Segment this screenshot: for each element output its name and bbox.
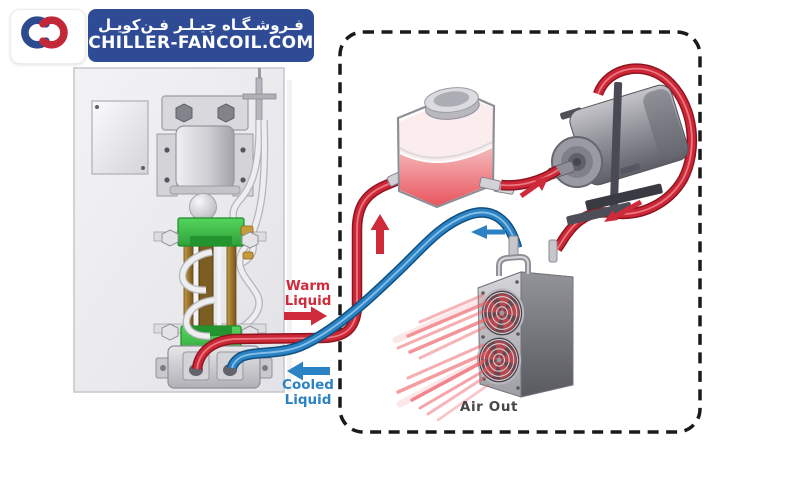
- infinity-loop-icon: [21, 16, 68, 49]
- flow-arrow-cooled-out: [471, 225, 505, 239]
- flow-arrow-warm-right: [284, 306, 327, 326]
- clear-tube-loops: [178, 248, 215, 340]
- panel-shadow: [287, 80, 292, 392]
- chiller-boundary-box: [338, 30, 702, 434]
- cooled-liquid-tube-exchanger-to-device: [226, 207, 523, 370]
- sensor-sphere: [189, 193, 217, 222]
- store-name-farsi: فـروشـگـاه چیـلـر فـن‌کویـل: [98, 16, 304, 35]
- exchanger-warm-port: [548, 239, 558, 263]
- store-domain: CHILLER-FANCOIL.COM: [88, 33, 314, 54]
- pump: [547, 81, 689, 225]
- brand-logo-mark: [10, 9, 86, 64]
- heat-exchanger: [392, 235, 574, 422]
- cover-plate: [91, 100, 149, 175]
- warm-liquid-label: Warm Liquid: [284, 278, 332, 310]
- reservoir-cap: [424, 87, 480, 120]
- clear-tubes: [229, 119, 269, 335]
- fan-grille-bottom: [476, 335, 522, 385]
- air-out-label: Air Out: [459, 399, 519, 415]
- flow-arrows: [284, 176, 643, 381]
- flow-arrow-cooled-left: [287, 361, 330, 381]
- cooled-liquid-label: Cooled Liquid: [282, 377, 334, 409]
- panel-screws: [481, 280, 520, 390]
- warm-liquid-tube-reservoir-to-pump: [479, 165, 561, 192]
- air-out-streaks: [392, 293, 490, 422]
- brand-logo-badge: فـروشـگـاه چیـلـر فـن‌کویـل CHILLER-FANC…: [88, 9, 314, 62]
- flow-arrow-to-exchanger: [604, 199, 643, 222]
- exchanger-handle: [496, 253, 531, 276]
- filter-unit: [156, 95, 254, 197]
- flow-arrow-warm-up: [370, 214, 390, 254]
- flow-arrow-to-pump: [519, 176, 549, 199]
- warm-liquid-tube-device-to-reservoir: [191, 175, 401, 371]
- tube-ferrule: [479, 176, 501, 192]
- fan-grille-top: [479, 288, 525, 338]
